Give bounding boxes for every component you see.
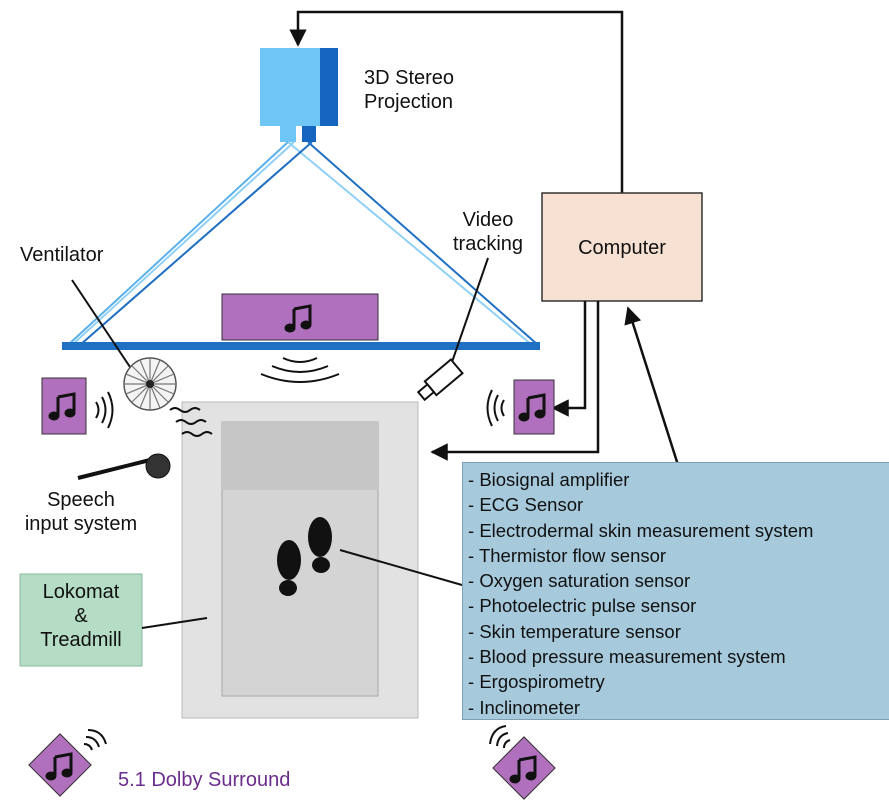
video-tracking-label: Video tracking [448, 208, 528, 256]
footprint-to-sensor-line [339, 549, 463, 586]
projection-label-line-2: Projection [364, 91, 453, 113]
sensor-item: Ergospirometry [468, 669, 813, 694]
computer-to-speaker-line [551, 301, 587, 417]
treadmill-top-band [222, 422, 378, 490]
sensor-item: Electrodermal skin measurement system [468, 518, 813, 543]
footprints-icon [277, 517, 332, 596]
sensor-item: Biosignal amplifier [468, 467, 813, 492]
speech-input-label: Speech input system [6, 488, 156, 536]
computer-to-treadmill-line [430, 301, 600, 461]
ventilator-label: Ventilator [20, 244, 104, 266]
rear-right-speaker [492, 736, 556, 800]
sound-wave-icon [83, 729, 107, 751]
video-tracking-pointer [451, 257, 489, 363]
microphone-icon [77, 453, 171, 480]
computer-box [541, 192, 703, 302]
lokomat-pointer [141, 617, 208, 629]
camera-icon [416, 358, 464, 402]
lokomat-label: Lokomat & Treadmill [20, 580, 142, 652]
projection-label: 3D Stereo Projection [364, 66, 454, 114]
sensor-item: Oxygen saturation sensor [468, 568, 813, 593]
sensor-item: Blood pressure measurement system [468, 644, 813, 669]
airflow-icon [169, 407, 213, 437]
projector-feed-line [289, 10, 624, 193]
fan-icon [123, 357, 177, 411]
sensor-item: Skin temperature sensor [468, 619, 813, 644]
sensor-list: Biosignal amplifierECG SensorElectroderm… [468, 467, 813, 720]
sound-wave-icon [260, 357, 340, 383]
dolby-surround-label: 5.1 Dolby Surround [118, 769, 291, 791]
lokomat-label-line-2: & [74, 605, 88, 627]
sensor-item: Photoelectric pulse sensor [468, 593, 813, 618]
sound-wave-icon [95, 391, 114, 429]
lokomat-box [19, 573, 143, 667]
sensor-to-computer-line [624, 306, 680, 466]
left-speaker [41, 377, 87, 435]
sensor-item: Inclinometer [468, 695, 813, 720]
computer-label: Computer [578, 237, 666, 259]
sensor-item: Thermistor flow sensor [468, 543, 813, 568]
sensor-item: ECG Sensor [468, 492, 813, 517]
right-speaker [513, 379, 555, 435]
speech-label-line-1: Speech [47, 489, 115, 511]
video-tracking-label-line-2: tracking [452, 233, 524, 255]
projector-icon [260, 48, 338, 142]
video-tracking-label-line-1: Video [462, 209, 514, 231]
sound-wave-icon [486, 389, 505, 427]
projection-screen [62, 342, 540, 350]
speech-label-line-2: input system [24, 513, 138, 535]
lokomat-label-line-3: Treadmill [40, 629, 122, 651]
projection-label-line-1: 3D Stereo [364, 67, 455, 89]
rear-left-speaker [28, 733, 92, 797]
projection-beams [67, 141, 539, 346]
center-speaker [221, 293, 379, 341]
ventilator-pointer [71, 279, 133, 371]
sound-wave-icon [489, 725, 511, 749]
lokomat-label-line-1: Lokomat [42, 581, 120, 603]
